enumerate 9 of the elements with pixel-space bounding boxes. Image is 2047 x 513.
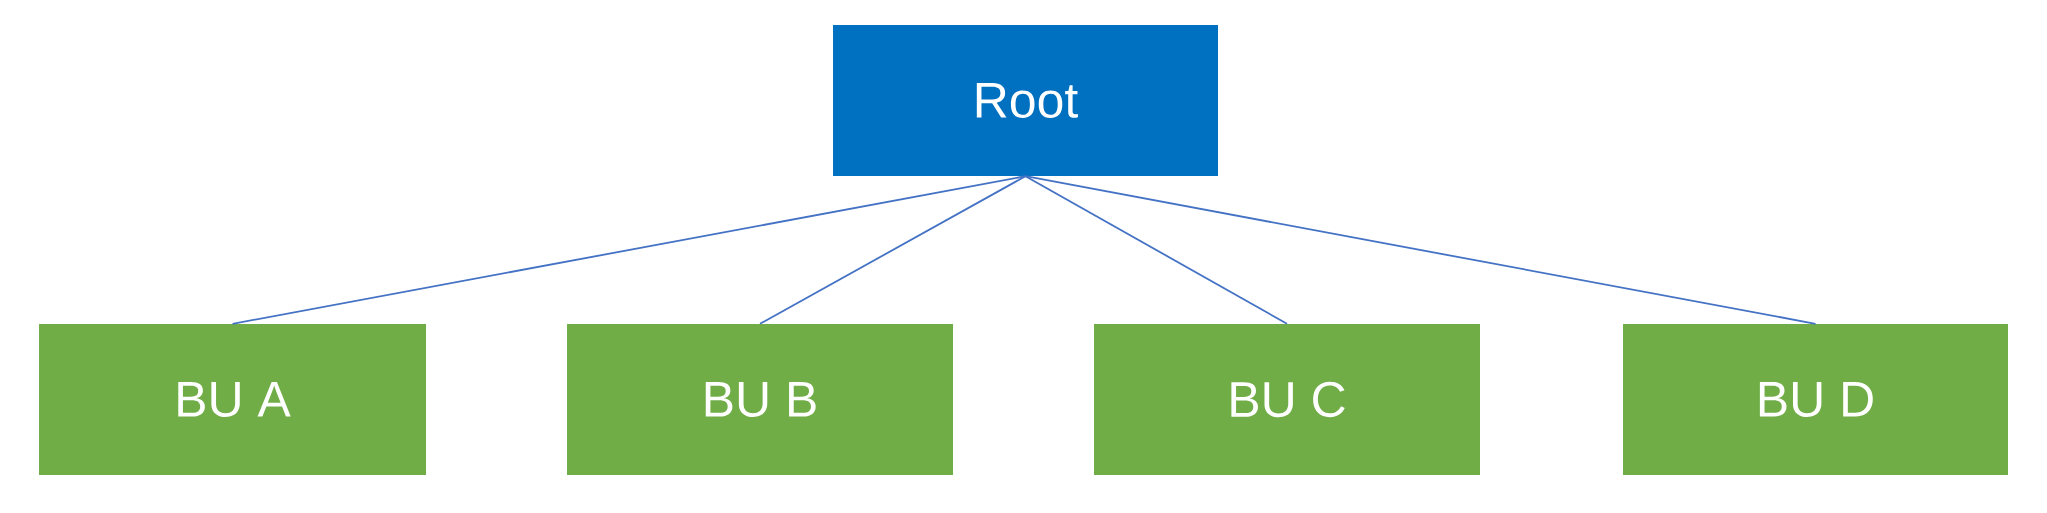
- connector-line: [1024, 175, 1817, 325]
- unit-box: BU D: [1623, 324, 2008, 475]
- connector-line: [1024, 175, 1288, 325]
- unit-box: BU A: [39, 324, 426, 475]
- unit-box: BU B: [567, 324, 953, 475]
- connector-line: [231, 175, 1027, 325]
- unit-box: BU C: [1094, 324, 1480, 475]
- root-box: Root: [833, 25, 1218, 176]
- connector-line: [759, 175, 1027, 325]
